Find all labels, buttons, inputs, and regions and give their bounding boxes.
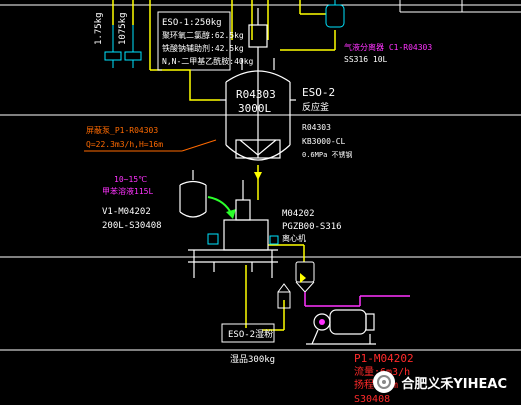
dosing-note-1: 气液分离器 C1-R04303 [344,42,432,52]
floor-lines [0,4,521,351]
charge-line-4: N,N-二甲基乙酰胺:40kg [162,56,254,66]
centrifuge-tag: M04202 [282,209,315,219]
receiver-cond-1: 10~15℃ [114,175,147,184]
watermark-text: 合肥义禾YIHEAC [401,376,507,392]
receiver-tank [179,170,207,218]
dosing-tank [325,0,345,28]
reactor-spec-1: R04303 [302,123,331,132]
pump2-material: S30408 [354,394,390,405]
reactor-outlet-arrow [254,172,262,180]
charge-box [157,11,231,71]
mother-liquor-tank [295,261,315,293]
reactor-subtitle: 反应釜 [302,101,329,113]
pump-suction [319,319,325,325]
feed-label-2: 1075kg [118,12,128,45]
feed-valves [104,25,142,68]
reactor-spec-3: 0.6MPa 不锈钢 [302,150,353,159]
filter [277,283,291,309]
receiver-cond-2: 甲苯溶液115L [102,186,153,196]
receiver-tag: V1-M04202 [102,207,151,217]
reactor-vessel [220,8,296,161]
charge-line-3: 铁酸钠辅助剂:42.5kg [162,43,244,53]
top-right-equipment [399,0,521,13]
yellow-pipelines [112,0,336,331]
wechat-icon [373,371,396,393]
pump-note-2: Q=22.3m3/h,H=16m [86,140,163,149]
reactor-title: ESO-2 [302,86,335,99]
centrifuge-desc: 离心机 [282,233,306,243]
charge-line-1: ESO-1:250kg [162,18,222,28]
centrifuge [188,180,278,278]
magenta-pipeline [304,292,410,307]
product-bin-label: ESO-2湿粉 [228,328,273,340]
dosing-note-2: SS316 10L [344,55,388,64]
mother-liquor-arrow [300,273,306,283]
reactor-spec-2: KB3000-CL [302,137,346,146]
charge-line-2: 聚环氧二氯醇:62.5kg [162,30,244,40]
receiver-spec: 200L-S30408 [102,221,162,231]
pump2-tag: P1-M04202 [354,352,414,365]
transfer-arrow-head [226,209,236,219]
feed-label-1: 1.75kg [94,12,104,45]
reactor-tag: R04303 [236,88,276,101]
product-bin-weight: 湿品300kg [230,354,275,365]
centrifuge-fittings [207,233,279,245]
pump-note-leader [181,139,217,152]
transfer-pump [306,309,376,345]
product-bin [221,323,275,343]
reactor-feed-line [162,69,220,101]
watermark: 合肥义禾YIHEAC [367,370,513,394]
centrifuge-model: PGZB00-S316 [282,222,342,232]
pump-note-1: 屏蔽泵_P1-R04303 [86,125,158,135]
reactor-volume: 3000L [238,102,271,115]
